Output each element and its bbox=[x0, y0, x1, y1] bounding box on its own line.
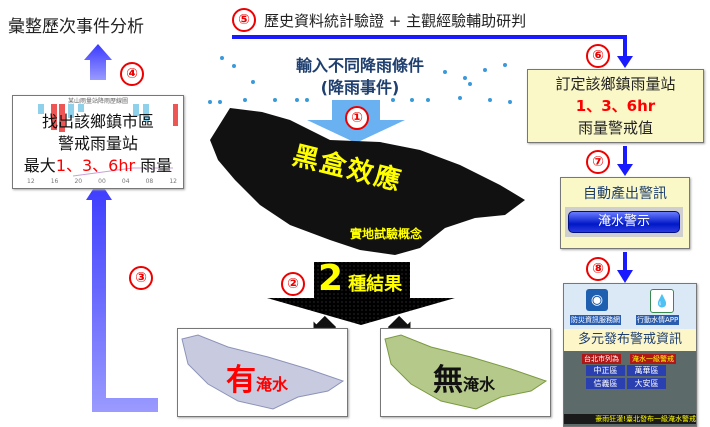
arrow-step2 bbox=[267, 262, 455, 325]
results-text: 種結果 bbox=[348, 274, 403, 295]
taiwan-gray-map bbox=[181, 334, 345, 410]
app1-label[interactable]: 防災資訊服務網 bbox=[570, 315, 621, 325]
flood-alert-button[interactable]: 淹水警示 bbox=[568, 211, 680, 233]
no-flood-result-map: 無淹水 bbox=[380, 328, 551, 417]
find-line2: 警戒雨量站 bbox=[57, 134, 138, 153]
step-6-badge: ⑥ bbox=[586, 44, 610, 68]
noflood-prefix: 無 bbox=[433, 363, 463, 398]
rain-input-line2: (降雨事件) bbox=[320, 78, 400, 97]
taiwan-black-map bbox=[210, 108, 525, 255]
arrow-step3 bbox=[86, 180, 158, 412]
publish-banner: 多元發布警戒資訊 bbox=[564, 329, 696, 351]
step-5-badge: ⑤ bbox=[232, 8, 256, 32]
threshold-line1: 訂定該鄉鎮雨量站 bbox=[555, 75, 676, 93]
rain-input-line1: 輸入不同降雨條件 bbox=[295, 56, 424, 75]
flood-suffix: 淹水 bbox=[256, 375, 289, 394]
tv-screen: 台北市列為 淹水一級警戒 中正區 萬華區 信義區 大安區 豪雨狂灌!臺北發布一級… bbox=[564, 351, 696, 426]
results-count: 2 bbox=[318, 258, 344, 299]
arrow-step5 bbox=[232, 35, 627, 58]
find-line1: 找出該鄉鎮市區 bbox=[41, 112, 154, 131]
find-station-box: 某山雨量站降雨歷線圖 找出該鄉鎮市區 警戒雨量站 最大1、3、6hr 雨量 12… bbox=[12, 95, 184, 189]
noflood-suffix: 淹水 bbox=[463, 375, 496, 394]
step-7-badge: ⑦ bbox=[586, 150, 610, 174]
globe-icon[interactable]: ◉ bbox=[586, 289, 608, 311]
rainfall-chart bbox=[38, 104, 178, 177]
publish-box: ◉ 💧 防災資訊服務網 行動水情APP 多元發布警戒資訊 台北市列為 淹水一級警… bbox=[563, 283, 697, 427]
taiwan-green-map bbox=[384, 334, 548, 410]
app2-label[interactable]: 行動水情APP bbox=[636, 315, 680, 325]
step-4-badge: ④ bbox=[120, 62, 144, 86]
results-label: 2 種結果 bbox=[318, 258, 402, 299]
find-line3: 最大1、3、6hr 雨量 bbox=[23, 156, 173, 175]
step-3-badge: ③ bbox=[129, 266, 153, 290]
threshold-line3: 雨量警戒值 bbox=[577, 119, 653, 137]
chart-title: 某山雨量站降雨歷線圖 bbox=[67, 98, 128, 105]
step-2-badge: ② bbox=[281, 272, 305, 296]
black-box-subtitle: 實地試驗概念 bbox=[350, 227, 423, 241]
step-1-badge: ① bbox=[345, 106, 369, 130]
flood-result-map: 有淹水 bbox=[177, 328, 348, 417]
flood-prefix: 有 bbox=[226, 363, 256, 398]
step5-text: 歷史資料統計驗證 + 主觀經驗輔助研判 bbox=[264, 12, 527, 30]
step-8-badge: ⑧ bbox=[586, 257, 610, 281]
rain-drops bbox=[208, 56, 512, 104]
page-title: 彙整歷次事件分析 bbox=[8, 17, 144, 37]
alert-box: 自動產出警訊 淹水警示 bbox=[560, 177, 690, 249]
arrow-step4 bbox=[84, 44, 112, 80]
threshold-line2: 1、3、6hr bbox=[575, 97, 656, 115]
water-drop-icon[interactable]: 💧 bbox=[650, 289, 674, 313]
alert-title: 自動產出警訊 bbox=[583, 186, 667, 202]
district-grid: 中正區 萬華區 信義區 大安區 bbox=[586, 365, 666, 389]
news-ticker: 豪雨狂灌!臺北發布一級淹水警戒 bbox=[564, 414, 696, 424]
threshold-box: 訂定該鄉鎮雨量站 1、3、6hr 雨量警戒值 bbox=[527, 69, 704, 143]
